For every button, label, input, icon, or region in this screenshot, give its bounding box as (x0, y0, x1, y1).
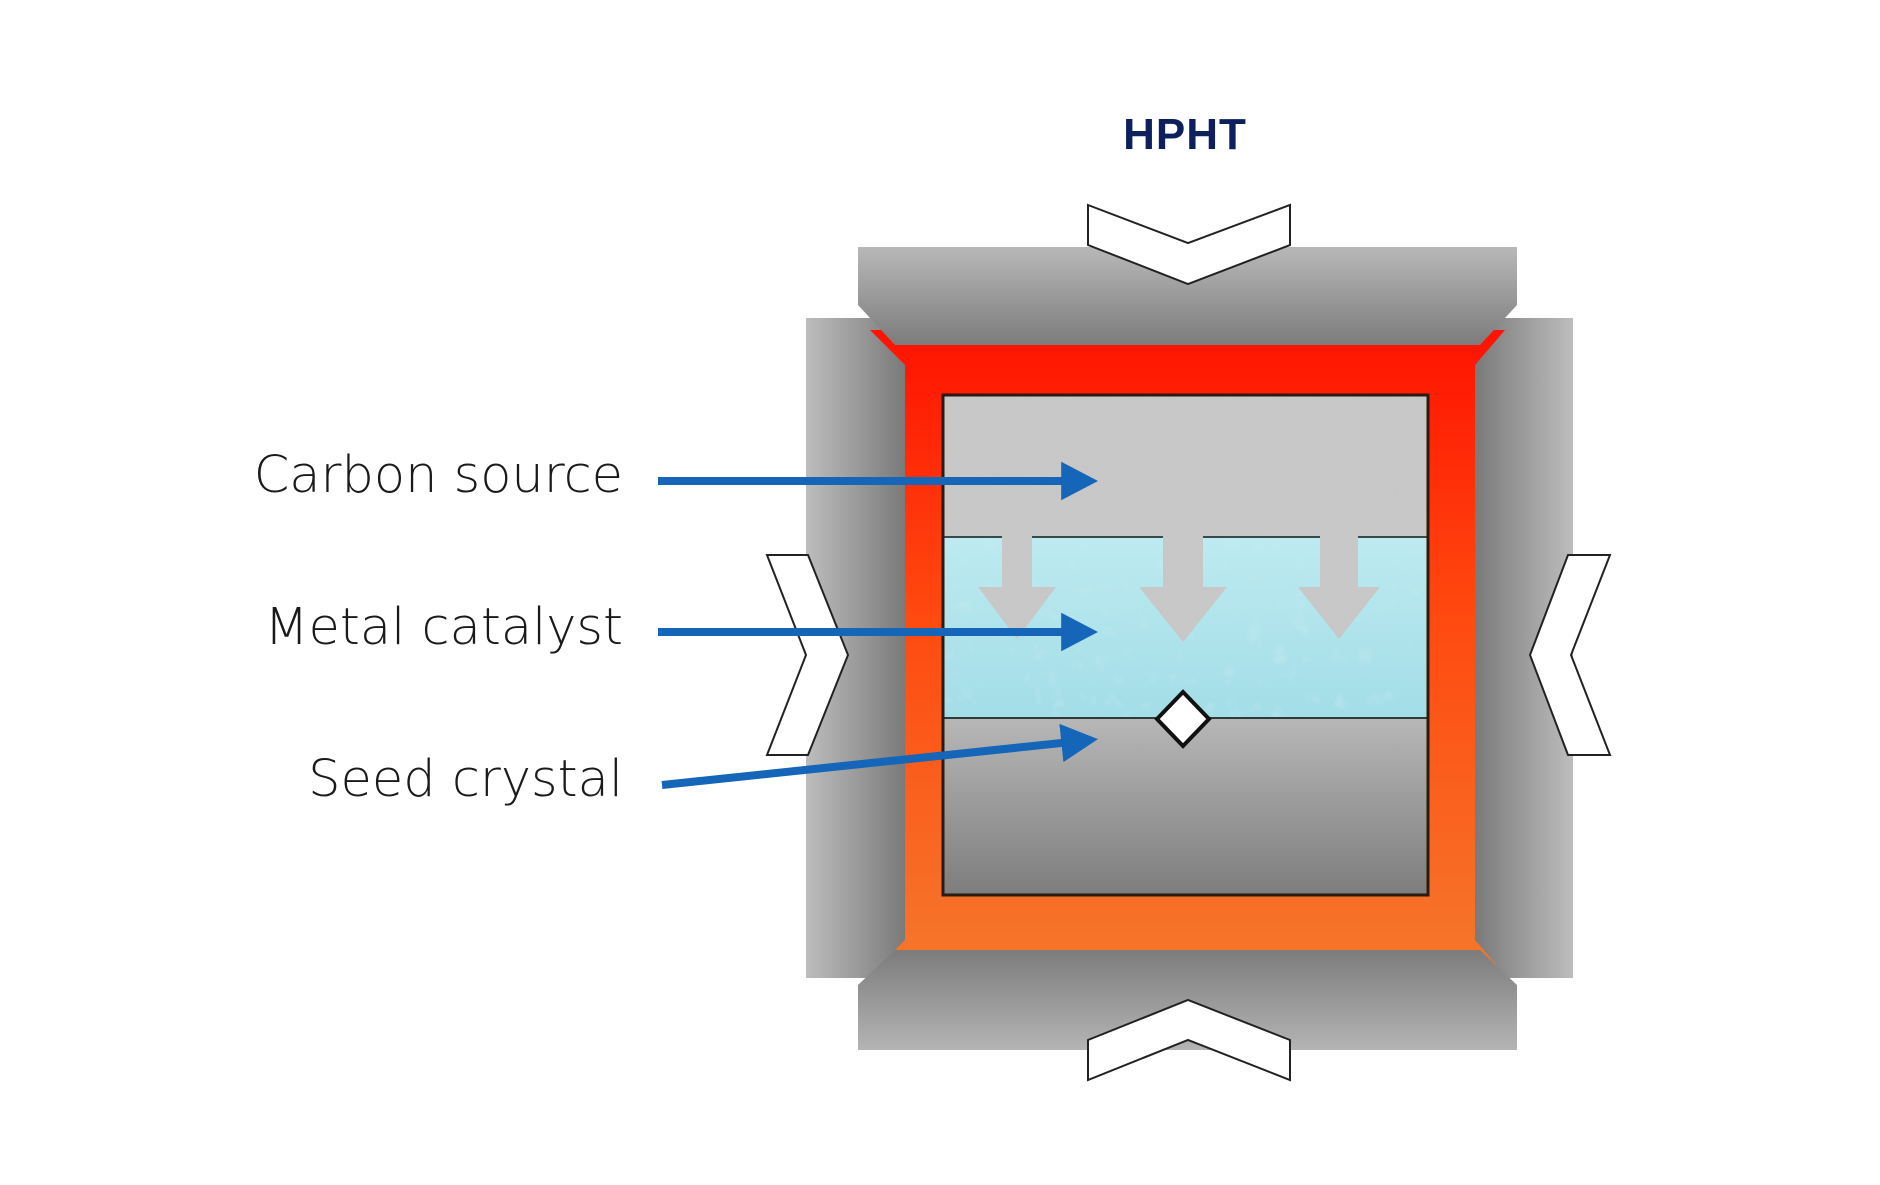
diamond-seed-icon (1154, 689, 1212, 749)
diagram-title: HPHT (1123, 110, 1247, 159)
chevron-right-icon (765, 554, 850, 756)
chevron-left-icon (1528, 554, 1612, 756)
chevron-up-icon (1087, 998, 1291, 1082)
label-carbon-source: Carbon source (253, 446, 623, 505)
label-metal-catalyst: Metal catalyst (264, 598, 623, 657)
pointer-arrow-seed-crystal (661, 723, 1098, 789)
carbon-source-layer (943, 395, 1428, 642)
label-seed-crystal: Seed crystal (308, 750, 623, 809)
inner-chamber-outline (941, 393, 1430, 897)
chevron-down-icon (1087, 203, 1291, 286)
top-anvil (858, 247, 1517, 345)
